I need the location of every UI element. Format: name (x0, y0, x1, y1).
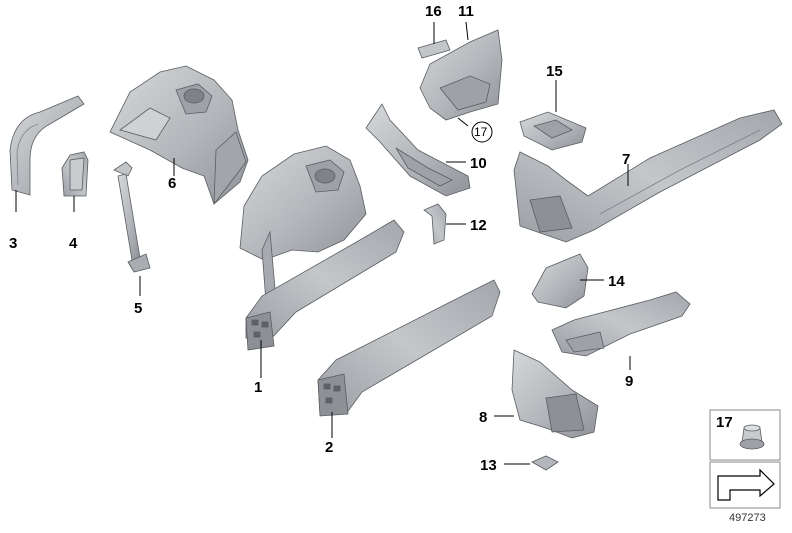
part-10-strut-brace (365, 103, 471, 197)
callout-3: 3 (9, 235, 18, 252)
callout-4: 4 (69, 235, 78, 252)
legend-part-17 (709, 409, 781, 461)
callout-14: 14 (608, 273, 625, 290)
callout-17-inline: 17 (474, 125, 488, 139)
callout-8: 8 (479, 409, 488, 426)
callout-13: 13 (480, 457, 497, 474)
part-9-side-panel (551, 291, 691, 357)
callout-11: 11 (458, 3, 474, 20)
part-3-wheel-arch-bracket (9, 95, 85, 196)
arrow-icon (717, 468, 775, 501)
part-4-bracket (61, 151, 89, 197)
part-7-rocker-extension (513, 109, 783, 243)
callout-10: 10 (470, 155, 487, 172)
callout-1: 1 (254, 379, 263, 396)
callout-16: 16 (425, 3, 442, 20)
part-5-support-strut (113, 161, 151, 273)
callout-17-circle (471, 121, 493, 143)
callout-15: 15 (546, 63, 563, 80)
callout-2: 2 (325, 439, 334, 456)
part-11-a-pillar-panel (419, 29, 503, 121)
part-15-plate (519, 111, 587, 151)
callout-7: 7 (622, 151, 631, 168)
part-6-wheel-house-left (109, 65, 249, 206)
callout-6: 6 (168, 175, 177, 192)
callout-12: 12 (470, 217, 487, 234)
legend-arrow-box (709, 461, 781, 509)
leader-lines (15, 21, 631, 465)
part-8-bracket-assembly (511, 349, 599, 439)
part-14-bracket (531, 253, 589, 309)
diagram-id: 497273 (729, 512, 766, 524)
part-2-front-side-member (317, 279, 501, 417)
part-12-bracket (423, 203, 447, 245)
legend-part-label: 17 (716, 414, 733, 431)
part-16-bracket (417, 39, 451, 59)
callout-5: 5 (134, 300, 143, 317)
part-13-clip (531, 455, 559, 471)
part-1-front-side-member-assembly (239, 145, 405, 351)
callout-9: 9 (625, 373, 634, 390)
